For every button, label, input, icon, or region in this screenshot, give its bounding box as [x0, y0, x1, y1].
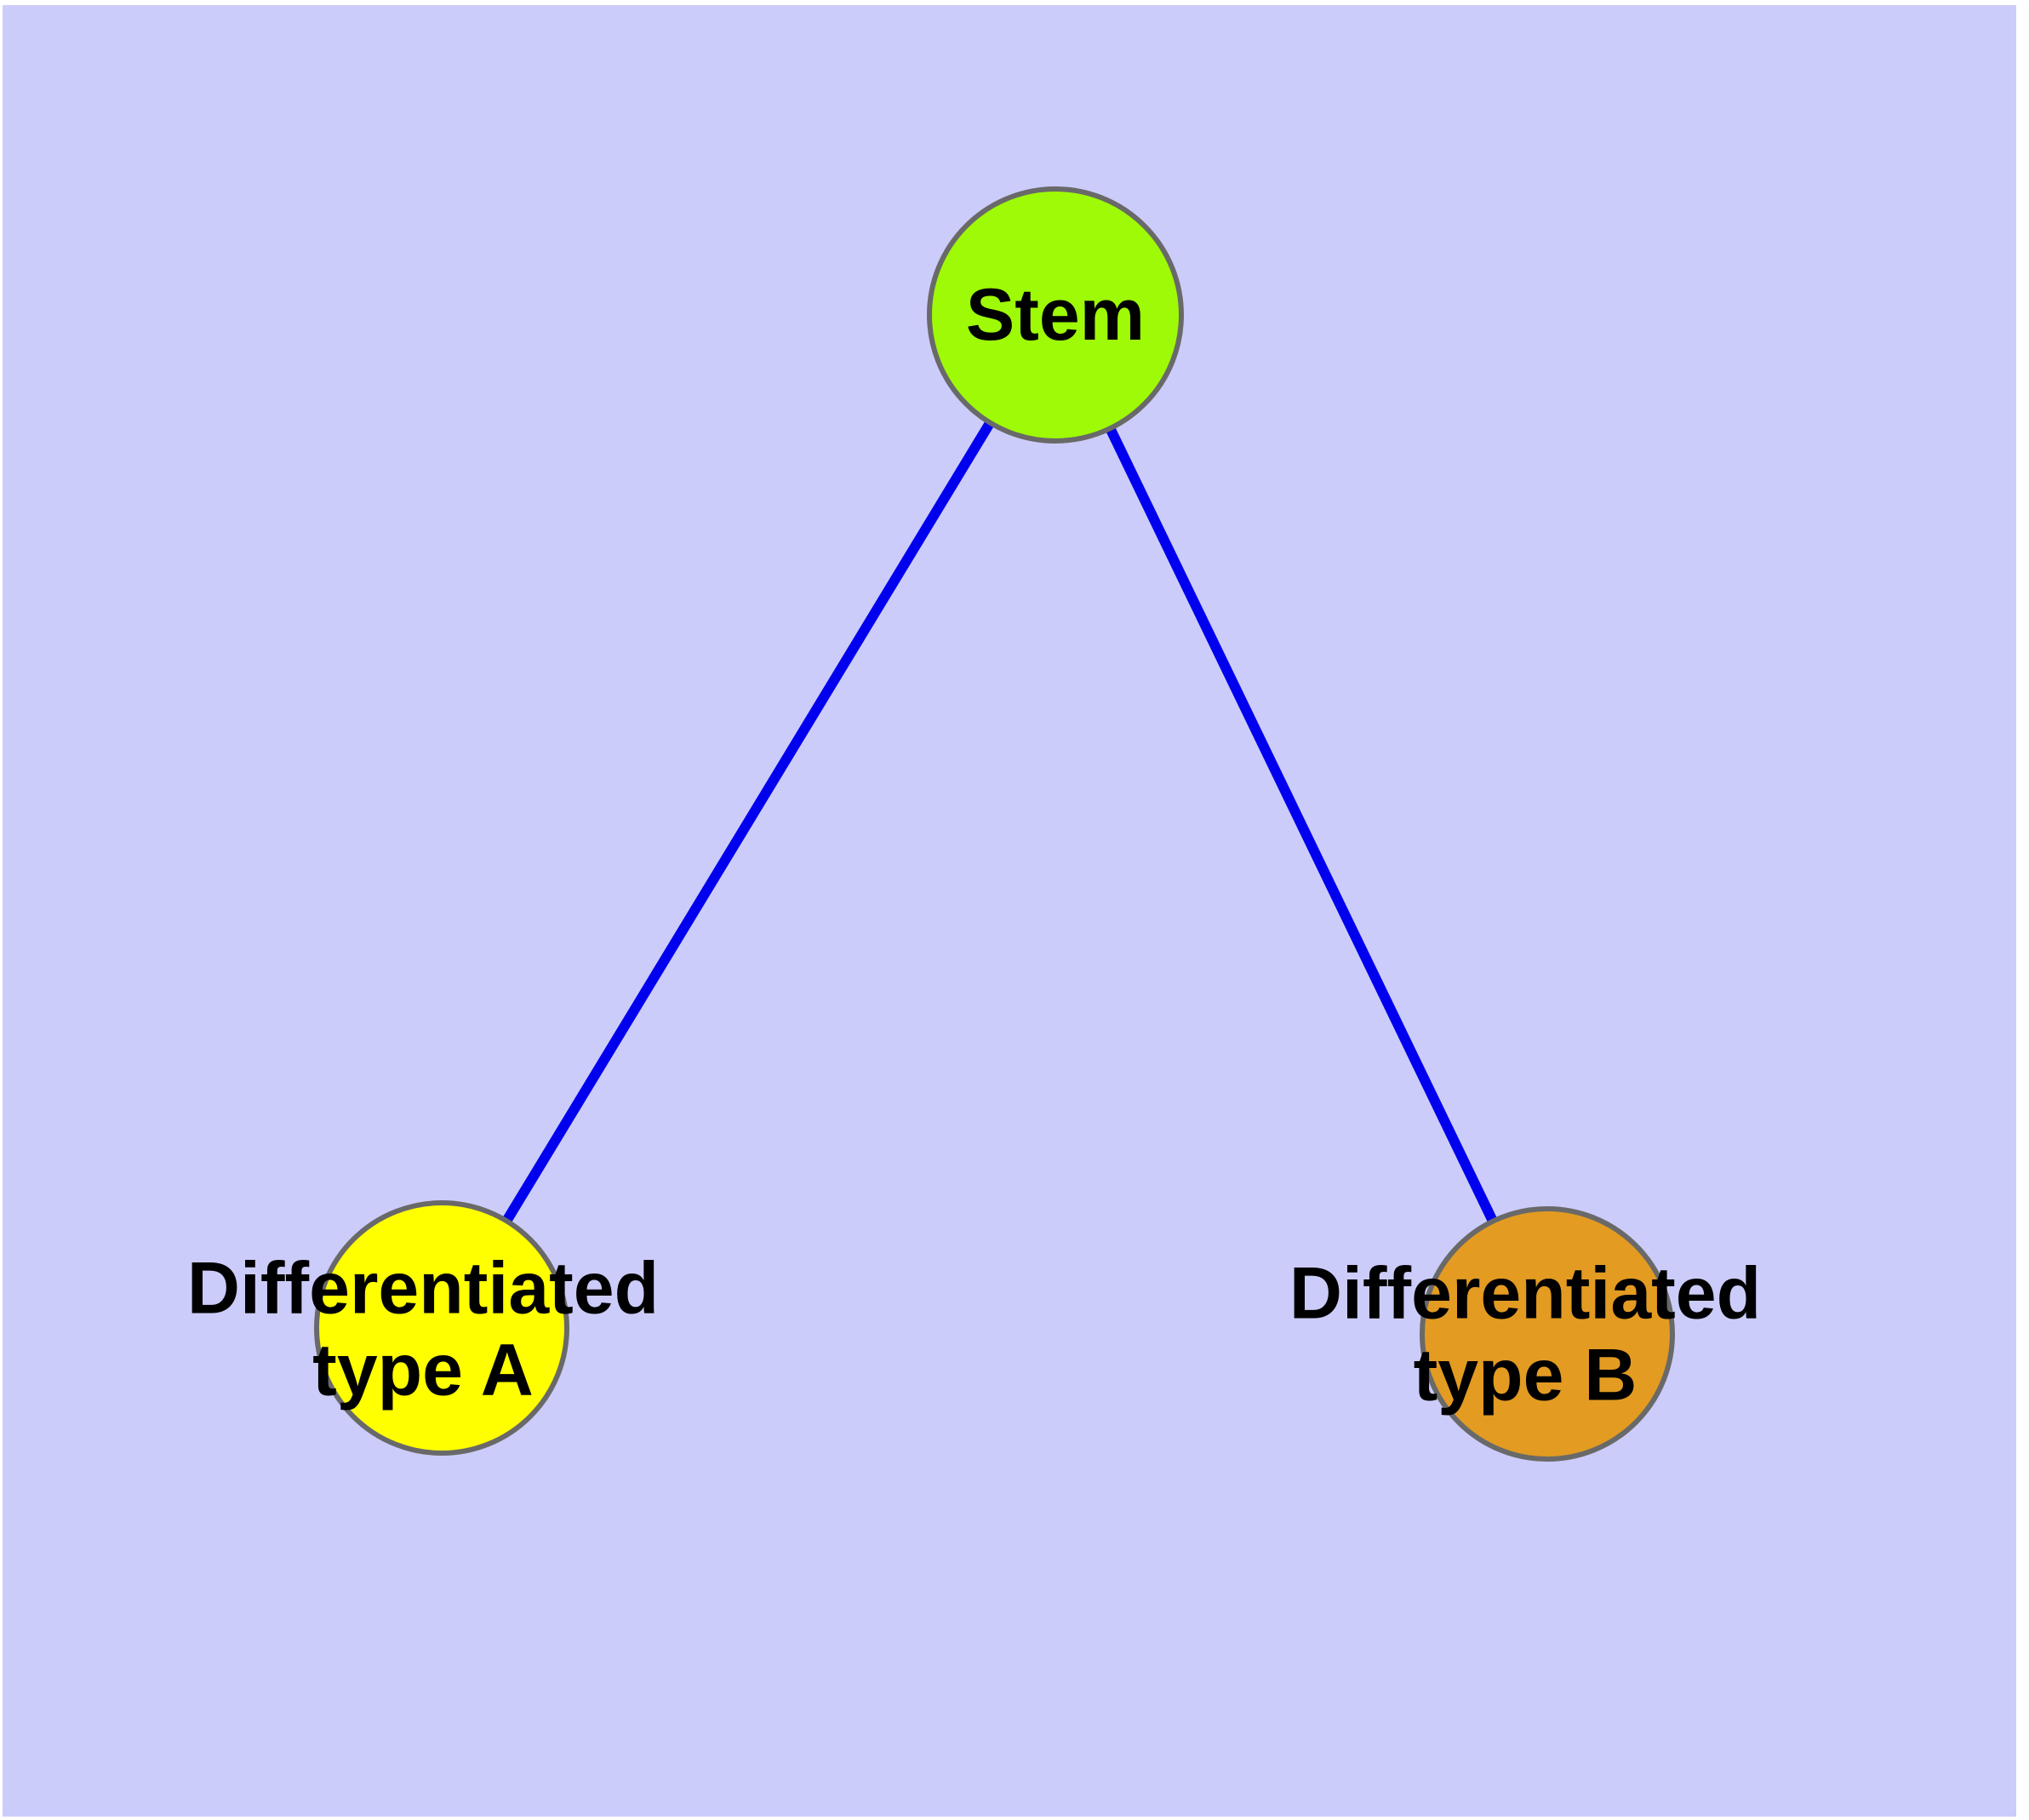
node-layer	[314, 186, 1675, 1462]
node-differentiated-type-b[interactable]	[1420, 1206, 1675, 1462]
edge-stem-to-diff-a	[502, 421, 994, 1223]
edge-layer	[502, 421, 1498, 1223]
node-stem[interactable]	[927, 186, 1184, 444]
node-differentiated-type-a[interactable]	[314, 1200, 569, 1456]
edge-stem-to-diff-b	[1106, 426, 1498, 1223]
